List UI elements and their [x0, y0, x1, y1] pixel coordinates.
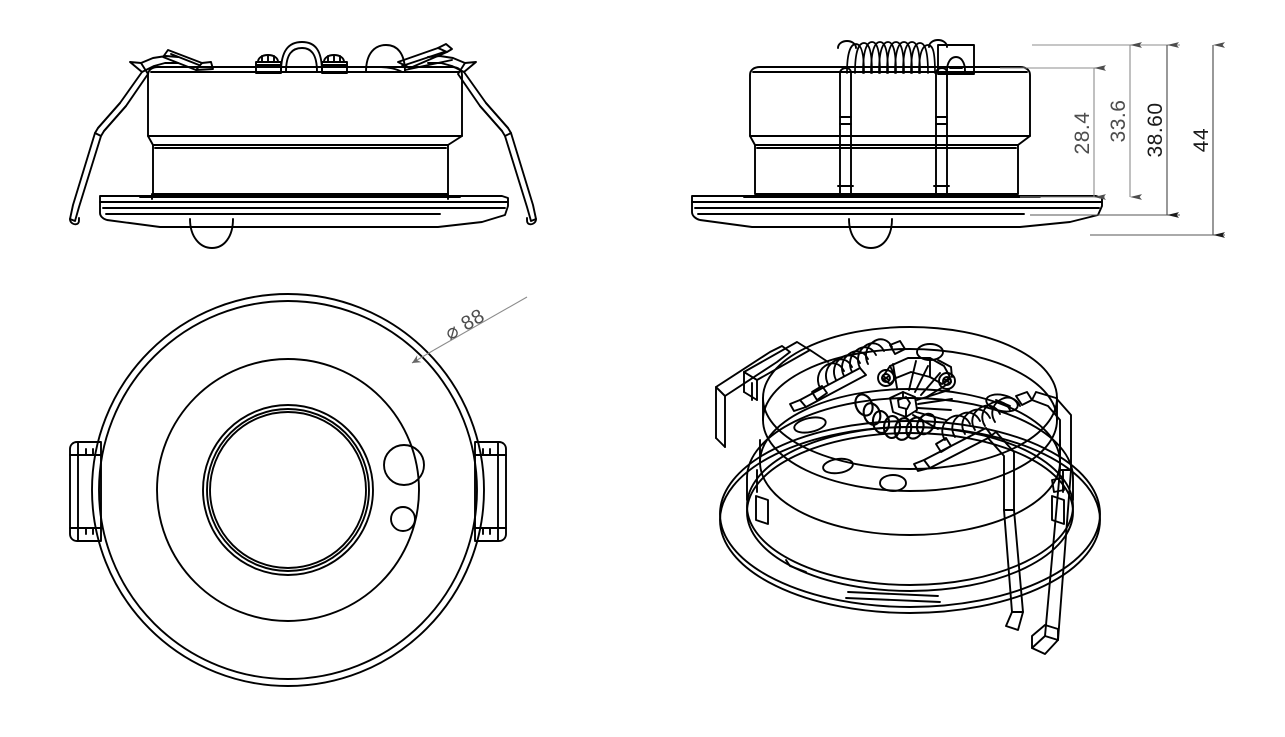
dimension-44: 44 [1190, 42, 1225, 238]
isometric-view [715, 326, 1101, 655]
side-elevation-view [691, 39, 1103, 249]
dimension-38-60-label: 38.60 [1144, 102, 1167, 157]
dimension-annotations: 28.4 33.6 38.60 44 [411, 42, 1225, 364]
front-elevation-view [69, 41, 537, 249]
dimension-28-4: 28.4 [1071, 65, 1106, 200]
dimension-diameter-88: ⌀ 88 [411, 296, 528, 364]
dimension-33-6: 33.6 [1107, 42, 1142, 200]
dimension-33-6-label: 33.6 [1107, 100, 1130, 143]
dimension-diameter-88-label: ⌀ 88 [441, 305, 488, 345]
dimension-28-4-label: 28.4 [1071, 112, 1094, 155]
dimension-44-label: 44 [1190, 128, 1213, 152]
bottom-plan-view [69, 293, 507, 687]
dimension-38-60: 38.60 [1144, 42, 1179, 218]
